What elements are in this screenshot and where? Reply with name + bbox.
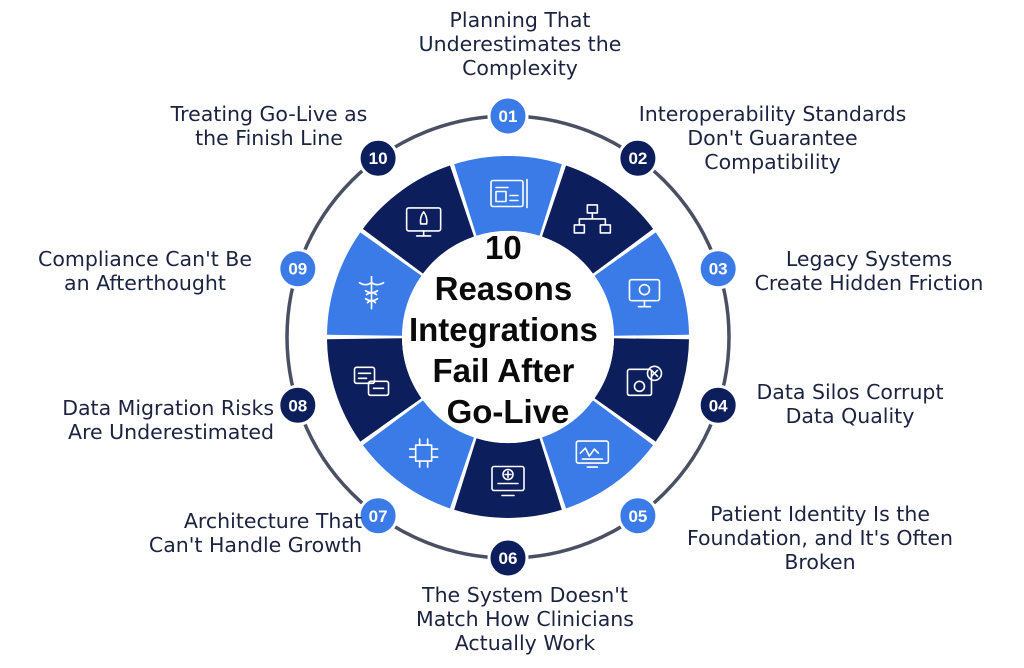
reason-label-01: Planning That Underestimates the Complex…	[418, 8, 622, 80]
segment-icons	[353, 178, 663, 497]
reason-label-10: Treating Go-Live as the Finish Line	[170, 102, 368, 150]
reason-label-09: Compliance Can't Be an Afterthought	[38, 247, 252, 295]
center-title-line: 10	[485, 229, 522, 266]
data-transfer-icon	[353, 366, 390, 397]
badge-number: 02	[628, 149, 647, 168]
badge-number: 05	[628, 507, 647, 526]
center-title-line: Go-Live	[447, 393, 570, 430]
number-badge-04: 04	[697, 384, 739, 426]
number-badge-06: 06	[487, 537, 529, 579]
segment-03	[594, 232, 689, 336]
segment-05	[541, 400, 654, 509]
badge-number: 07	[369, 507, 388, 526]
badge-number: 10	[369, 149, 388, 168]
center-title-line: Reasons	[435, 270, 573, 307]
legacy-monitor-icon	[628, 278, 661, 308]
number-badge-09: 09	[277, 248, 319, 290]
number-badge-05: 05	[617, 495, 659, 537]
reason-label-04: Data Silos Corrupt Data Quality	[756, 380, 944, 428]
badge-number: 04	[709, 396, 728, 415]
center-title-line: Integrations	[409, 311, 598, 348]
network-diagram-icon	[573, 204, 612, 234]
rocket-monitor-icon	[405, 207, 442, 237]
badge-number: 06	[499, 549, 518, 568]
segment-10	[362, 165, 475, 274]
number-badge-10: 10	[357, 137, 399, 179]
segment-08	[327, 338, 422, 442]
segment-01	[454, 156, 562, 236]
segment-07	[362, 400, 475, 509]
center-disc	[402, 231, 614, 443]
reason-label-02: Interoperability Standards Don't Guarant…	[638, 102, 907, 174]
number-badge-03: 03	[697, 248, 739, 290]
number-badge-01: 01	[487, 95, 529, 137]
badge-number: 01	[499, 107, 518, 126]
badge-number: 09	[288, 260, 307, 279]
data-settings-icon	[626, 365, 663, 397]
blueprint-icon	[490, 178, 528, 209]
reason-label-03: Legacy Systems Create Hidden Friction	[754, 247, 984, 295]
number-badge-02: 02	[617, 137, 659, 179]
number-badge-08: 08	[277, 384, 319, 426]
clinical-screen-icon	[491, 465, 525, 497]
center-title-line: Fail After	[433, 352, 575, 389]
reason-label-06: The System Doesn't Match How Clinicians …	[416, 583, 634, 655]
badge-number: 08	[288, 396, 307, 415]
dashboard-icon	[575, 440, 610, 468]
reason-label-07: Architecture That Can't Handle Growth	[148, 509, 362, 557]
caduceus-icon	[358, 275, 385, 310]
reason-label-05: Patient Identity Is the Foundation, and …	[686, 502, 954, 574]
number-badges: 01 02 03 04 05 06 07 08 09 10	[277, 95, 739, 579]
reason-label-08: Data Migration Risks Are Underestimated	[62, 396, 274, 444]
circuit-icon	[408, 438, 439, 468]
badge-number: 03	[709, 260, 728, 279]
center-title: 10 Reasons Integrations Fail After Go-Li…	[409, 229, 607, 430]
number-badge-07: 07	[357, 495, 399, 537]
